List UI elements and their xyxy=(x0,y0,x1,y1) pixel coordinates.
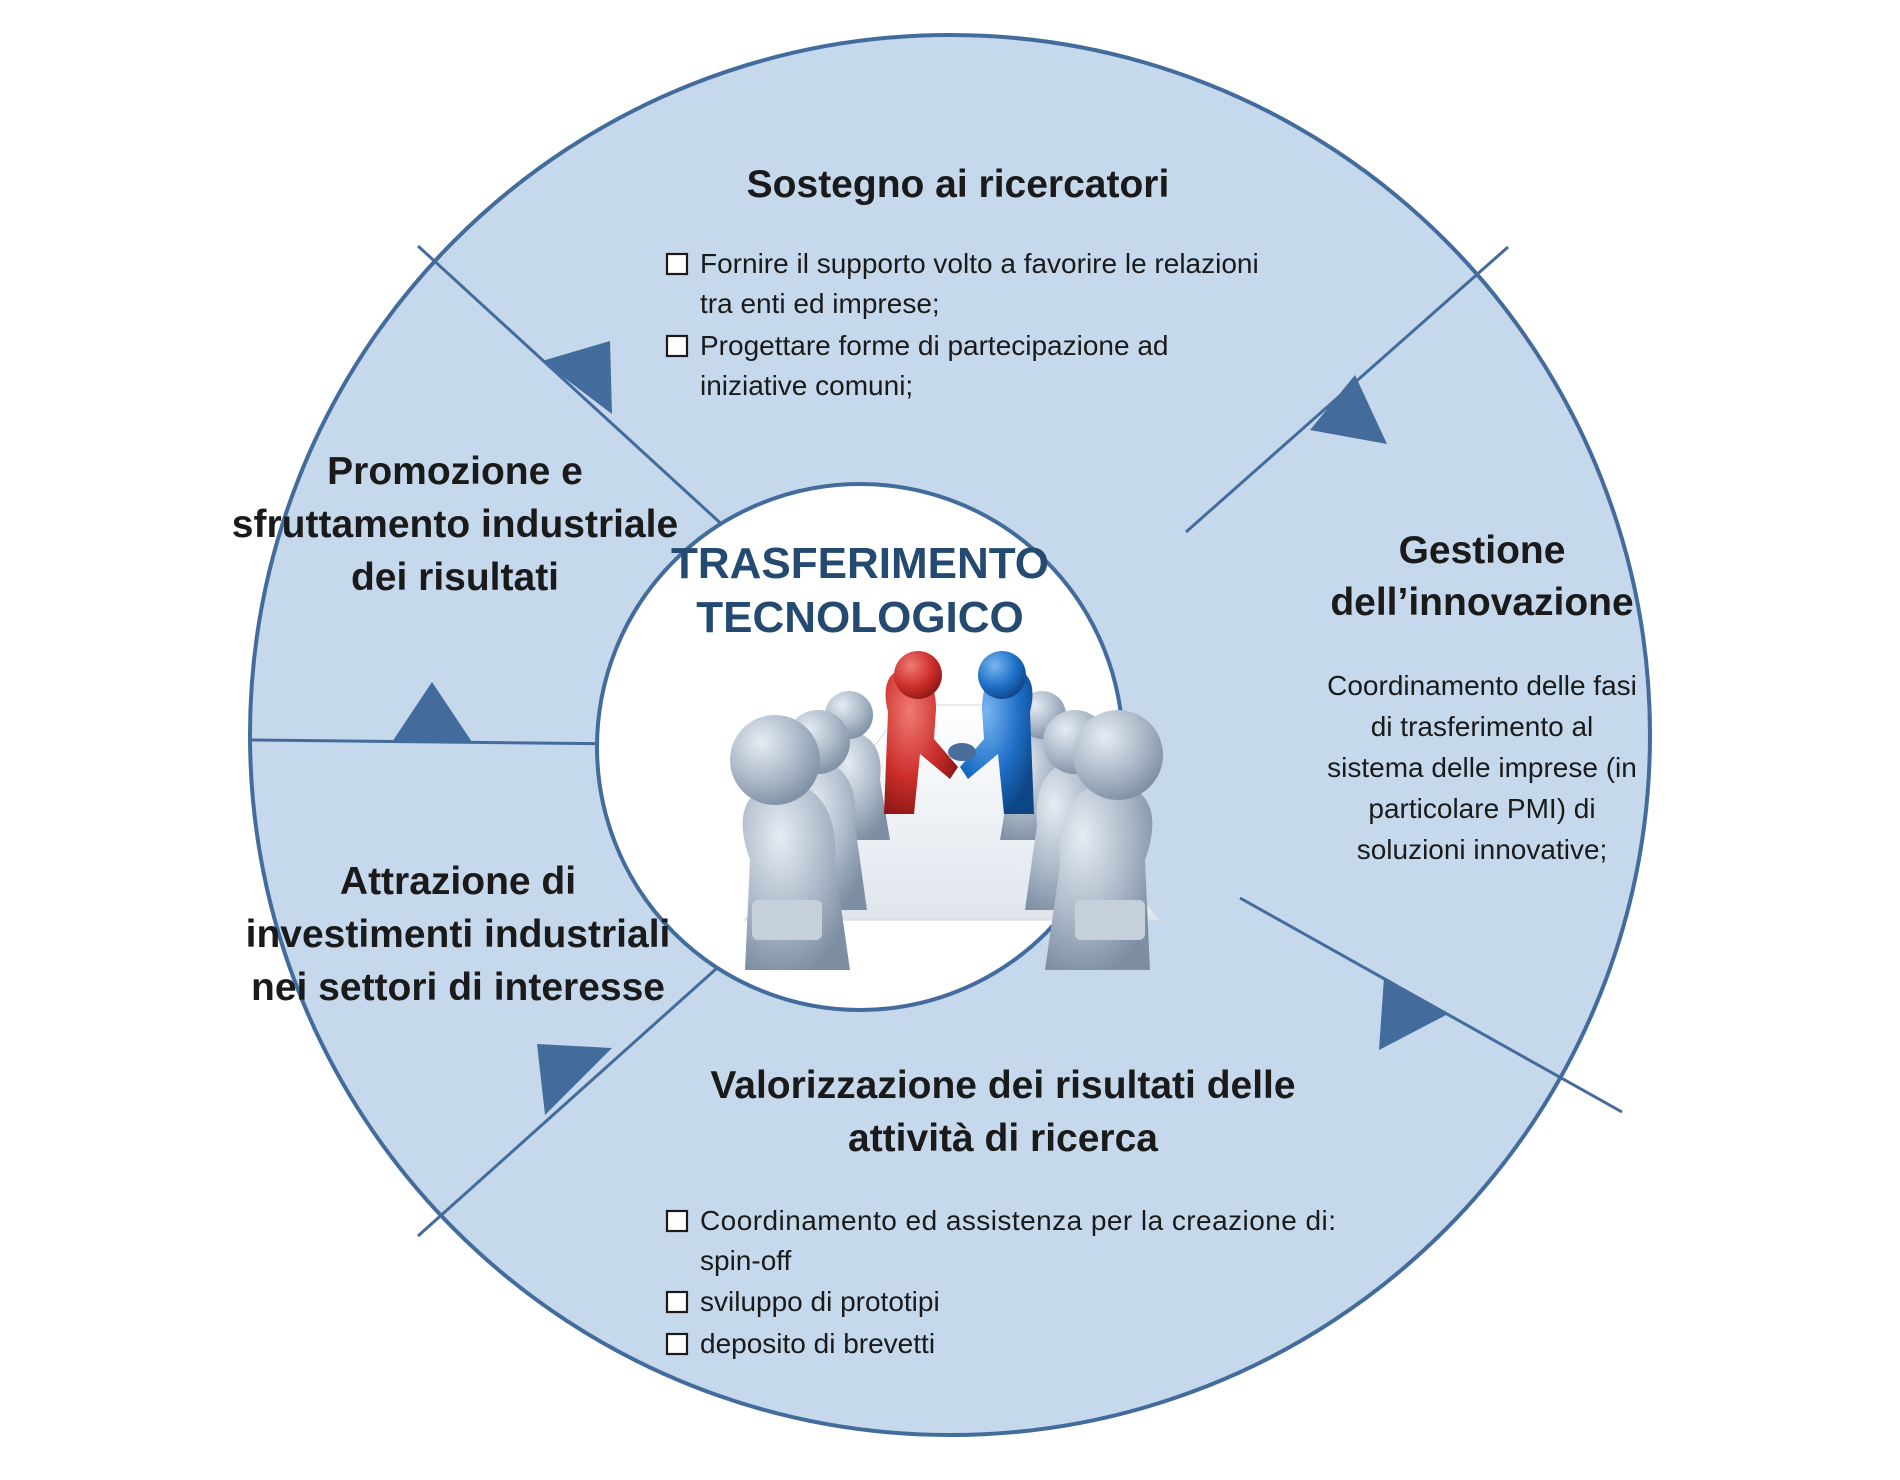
arrow-left-bottom xyxy=(537,1044,612,1115)
left-lower-title-line3: nei settori di interesse xyxy=(251,966,665,1009)
person-grey-right-front xyxy=(1045,710,1163,970)
top-bullet-1-line2: tra enti ed imprese; xyxy=(700,288,940,319)
right-segment-title-line1: Gestione xyxy=(1399,529,1566,572)
bottom-bullet-1-line1: Coordinamento ed assistenza per la creaz… xyxy=(700,1205,1336,1236)
right-segment: Gestione dell’innovazione Coordinamento … xyxy=(1327,529,1637,865)
flow-arrows xyxy=(392,341,1448,1115)
left-lower-title-line1: Attrazione di xyxy=(340,860,576,903)
right-body-line4: particolare PMI) di xyxy=(1368,793,1595,824)
checkbox-icon xyxy=(665,1332,689,1356)
top-segment-title: Sostegno ai ricercatori xyxy=(747,163,1170,206)
bottom-bullet-2: sviluppo di prototipi xyxy=(700,1286,940,1317)
divider-left-bottom xyxy=(416,958,728,1238)
top-bullet-2-line1: Progettare forme di partecipazione ad xyxy=(700,330,1169,361)
checkbox-icon xyxy=(665,1290,689,1314)
center-title-line2: TECNOLOGICO xyxy=(696,593,1024,642)
handshake xyxy=(948,743,976,761)
divider-top-left xyxy=(416,244,730,532)
meeting-illustration xyxy=(730,651,1163,970)
left-lower-segment: Attrazione di investimenti industriali n… xyxy=(246,860,671,1009)
bottom-segment: Valorizzazione dei risultati delle attiv… xyxy=(665,1064,1336,1359)
right-body-line1: Coordinamento delle fasi xyxy=(1327,670,1637,701)
left-upper-title-line2: sfruttamento industriale xyxy=(232,503,678,546)
left-upper-title-line3: dei risultati xyxy=(351,556,559,599)
left-upper-title-line1: Promozione e xyxy=(327,450,583,493)
bottom-bullet-1-line2: spin-off xyxy=(700,1245,792,1276)
arrow-top-right xyxy=(1310,375,1387,444)
person-grey-left-front xyxy=(730,715,850,970)
checkbox-icon xyxy=(665,252,689,276)
checkbox-icon xyxy=(665,334,689,358)
arrow-top-left xyxy=(542,341,612,414)
bottom-segment-title-line2: attività di ricerca xyxy=(848,1117,1158,1160)
left-upper-segment: Promozione e sfruttamento industriale de… xyxy=(232,450,678,599)
arrow-right-bottom xyxy=(1379,977,1448,1050)
arrow-left-middle xyxy=(392,682,472,742)
bottom-segment-title-line1: Valorizzazione dei risultati delle xyxy=(710,1064,1295,1107)
left-lower-title-line2: investimenti industriali xyxy=(246,913,671,956)
top-bullet-2-line2: iniziative comuni; xyxy=(700,370,913,401)
bottom-bullet-3: deposito di brevetti xyxy=(700,1328,935,1359)
right-body-line5: soluzioni innovative; xyxy=(1357,834,1608,865)
center-title-line1: TRASFERIMENTO xyxy=(671,539,1049,588)
right-segment-title-line2: dell’innovazione xyxy=(1330,581,1633,624)
right-body-line2: di trasferimento al xyxy=(1371,711,1594,742)
right-body-line3: sistema delle imprese (in xyxy=(1327,752,1637,783)
top-segment-bullets: Fornire il supporto volto a favorire le … xyxy=(665,248,1259,401)
checkbox-icon xyxy=(665,1209,689,1233)
person-blue xyxy=(960,651,1034,814)
person-red xyxy=(884,651,958,814)
top-bullet-1-line1: Fornire il supporto volto a favorire le … xyxy=(700,248,1259,279)
